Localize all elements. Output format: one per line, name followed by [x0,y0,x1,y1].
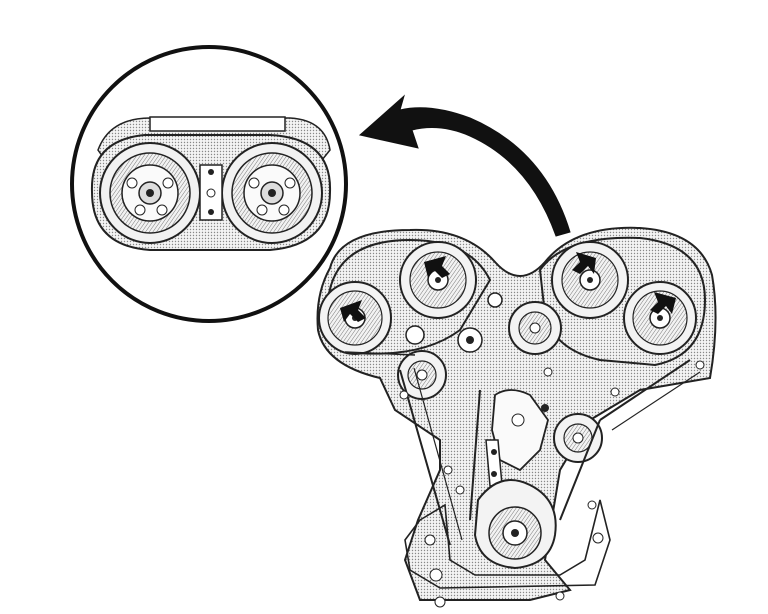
direction-arrow-1 [340,300,366,322]
cam-sprocket-left-inner [399,241,477,319]
center-idler-pulley [508,301,562,355]
cam-sprocket-right-inner [551,241,629,319]
engine-timing-assembly [316,226,717,608]
right-lower-idler-pulley [553,413,603,463]
inset-zoom-circle [70,45,348,323]
oil-pump-housing [404,499,611,589]
water-pump-bracket [491,389,549,472]
direction-arrow-4 [650,292,676,314]
crankshaft-sprocket [473,479,557,570]
inset-right-cam-gear [221,142,323,244]
curved-pointer-arrow [358,94,571,237]
tensioner-pulley [397,350,447,400]
direction-arrow-2 [424,256,450,278]
direction-arrow-3 [572,252,596,274]
cam-sprocket-right-outer [623,281,697,355]
inset-left-cam-gear [99,142,201,244]
small-idler-pulley [405,292,503,353]
cover-bolts [399,360,705,608]
